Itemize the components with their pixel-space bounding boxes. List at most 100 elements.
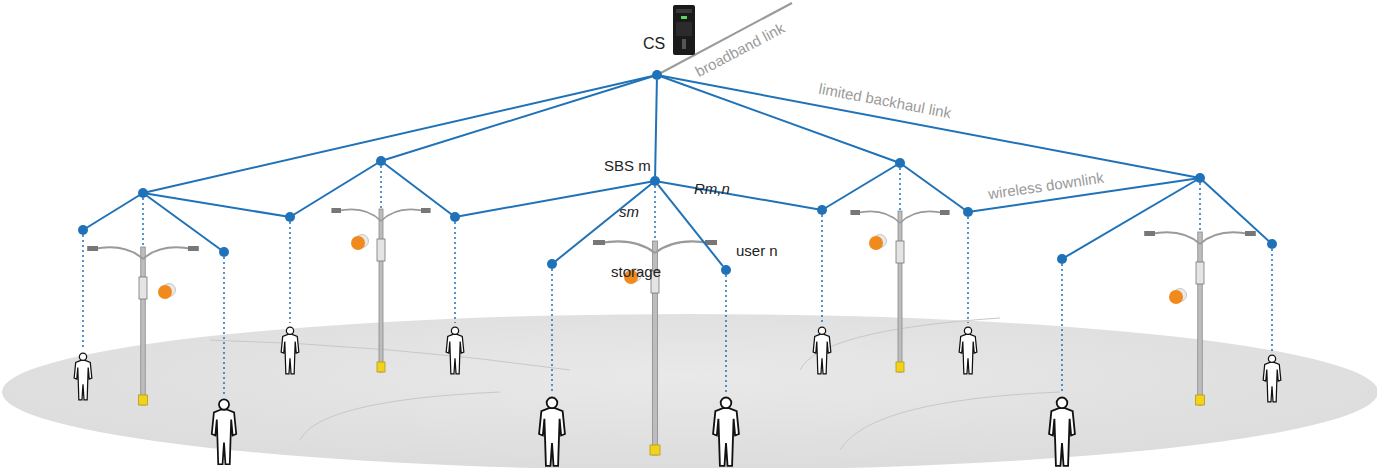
person-figure	[713, 398, 739, 466]
user-dot	[963, 207, 973, 217]
rate-label: Rm,n	[694, 180, 730, 198]
person-body	[959, 334, 977, 374]
wireless-link	[1200, 178, 1272, 244]
wireless-link	[83, 193, 143, 230]
user-dot	[450, 212, 460, 222]
sbs-dot	[1195, 173, 1205, 183]
person-body	[539, 408, 565, 466]
lamp-head	[1245, 231, 1256, 236]
wireless-link	[552, 181, 655, 264]
person-figure	[1263, 355, 1281, 402]
person-body	[813, 334, 831, 374]
lamp-arm	[337, 209, 425, 221]
person-body	[281, 334, 299, 374]
person-head	[721, 398, 732, 409]
node-dot	[650, 176, 660, 186]
dotted-association	[725, 270, 727, 393]
dotted-association	[967, 212, 969, 323]
node-dot	[721, 265, 731, 275]
pole-base	[377, 362, 385, 372]
lamp-head	[188, 246, 199, 251]
sbs-dot	[376, 156, 386, 166]
lamp-head	[850, 210, 860, 215]
cell-boundary	[210, 318, 1060, 450]
lamp-pole	[898, 211, 902, 372]
person-body	[713, 408, 739, 466]
server-led	[681, 16, 687, 19]
pole-base	[650, 445, 660, 455]
node-label: SBS m	[604, 157, 651, 175]
server-icon	[672, 5, 696, 55]
central-server: CS	[643, 5, 696, 80]
dotted-association	[82, 230, 84, 349]
person-figure	[281, 327, 299, 374]
person-body	[74, 360, 92, 400]
link-line	[658, 185, 723, 266]
wireless-link	[143, 193, 290, 217]
storage-battery	[158, 285, 172, 299]
person-figure	[212, 399, 236, 464]
user-dot	[547, 259, 557, 269]
backhaul-link	[381, 75, 657, 161]
lamp-arm	[600, 241, 710, 253]
person-figure	[1049, 398, 1075, 466]
sbs-unit	[1196, 262, 1204, 284]
user-dot	[78, 225, 88, 235]
lamp-head	[87, 246, 98, 251]
ground	[2, 314, 1377, 468]
node-label: user n	[736, 242, 778, 260]
link-type-label: limited backhaul link	[817, 80, 952, 123]
server-slot	[682, 39, 686, 49]
sbs-dot	[138, 188, 148, 198]
small-base-station: SBS m	[604, 157, 660, 186]
person-body	[1263, 362, 1281, 402]
person-head	[451, 327, 458, 334]
person-figure	[539, 398, 565, 466]
pole-base	[1196, 395, 1205, 405]
user-dot	[285, 212, 295, 222]
dotted-association	[821, 210, 823, 323]
lamp-pole	[1198, 232, 1203, 405]
storage-battery	[1169, 290, 1183, 304]
lamp-head	[1144, 231, 1155, 236]
lamp-pole	[141, 247, 146, 405]
person-body	[446, 334, 464, 374]
person-figure	[446, 327, 464, 374]
link-type-label: broadband link	[692, 19, 787, 81]
wireless-link	[900, 163, 968, 212]
link-line	[655, 80, 657, 176]
lamp-head	[940, 210, 950, 215]
lamp-head	[705, 240, 717, 245]
server-slot	[676, 9, 692, 13]
dotted-association	[454, 217, 456, 323]
wireless-link	[143, 193, 224, 252]
lamp-arm	[94, 247, 193, 259]
pole-base	[139, 395, 148, 405]
user-dot	[1267, 239, 1277, 249]
pole-base	[896, 362, 904, 372]
dotted-association	[380, 161, 382, 209]
person-head	[964, 327, 971, 334]
wireless-link	[655, 80, 657, 176]
person-figure	[959, 327, 977, 374]
person-head	[818, 327, 825, 334]
user-dot	[817, 205, 827, 215]
component-label: sm	[619, 203, 639, 221]
wireless-link	[290, 161, 381, 217]
lamp-arm	[1151, 232, 1250, 244]
wireless-link	[822, 163, 900, 210]
component-label: storage	[611, 263, 661, 281]
dotted-association	[1199, 178, 1201, 232]
wireless-link	[1062, 178, 1200, 259]
person-head	[1057, 398, 1068, 409]
person-figure	[74, 353, 92, 400]
dotted-association	[142, 193, 144, 247]
user-terminal: user n	[721, 242, 778, 275]
person-body	[212, 410, 236, 465]
sbs-dot	[895, 158, 905, 168]
node-label: CS	[643, 35, 665, 53]
dotted-association	[223, 252, 225, 395]
lamp-head	[593, 240, 605, 245]
lamp-arm	[856, 211, 944, 223]
